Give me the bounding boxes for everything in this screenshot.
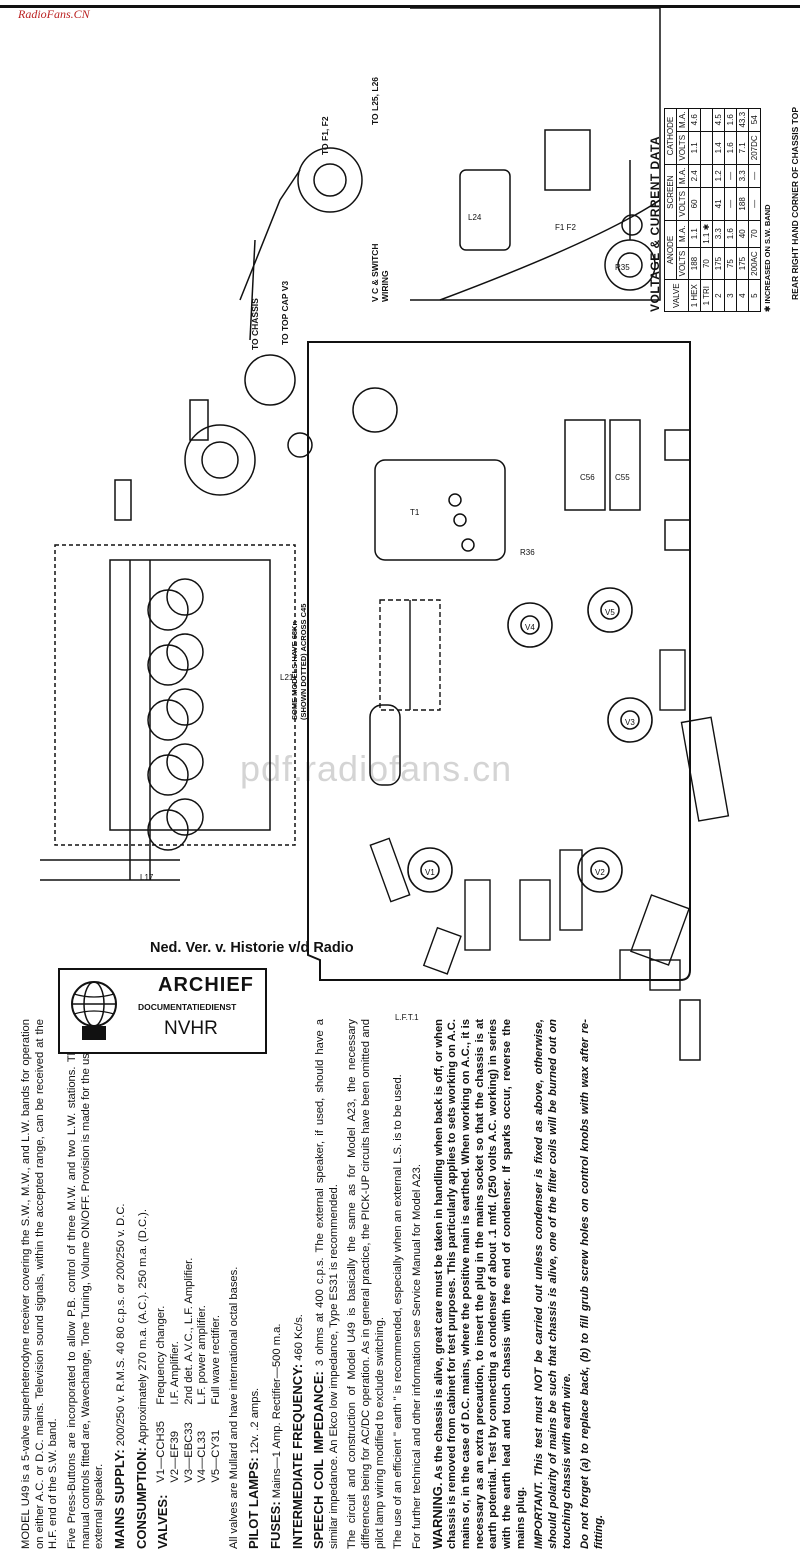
stamp-line-documentatiedienst: DOCUMENTATIEDIENST (138, 1002, 237, 1012)
component-label: C55 (615, 473, 630, 482)
archive-stamp: ARCHIEF DOCUMENTATIEDIENST NVHR (58, 968, 267, 1054)
component-label: V4 (525, 623, 535, 632)
globe-logo-icon (71, 981, 117, 1040)
archive-title: Ned. Ver. v. Historie v/d Radio (150, 940, 354, 956)
component-label: R36 (520, 548, 535, 557)
stamp-line-nvhr: NVHR (164, 1018, 218, 1039)
component-label: L21 (280, 673, 294, 682)
component-label: L24 (468, 213, 482, 222)
top-rule (0, 5, 800, 8)
component-label: L.F.T.1 (395, 1013, 419, 1022)
component-label: F1 F2 (555, 223, 576, 232)
component-label: R35 (615, 263, 630, 272)
component-label: V2 (595, 868, 605, 877)
component-label: L17 (140, 873, 154, 882)
pdf-watermark: pdf.radiofans.cn (240, 748, 513, 789)
component-label: C56 (580, 473, 595, 482)
component-label: T1 (410, 508, 420, 517)
component-label: V3 (625, 718, 635, 727)
stamp-line-archief: ARCHIEF (158, 974, 254, 996)
component-label: V5 (605, 608, 615, 617)
component-label: V1 (425, 868, 435, 877)
site-watermark-text: RadioFans.CN (18, 7, 90, 21)
